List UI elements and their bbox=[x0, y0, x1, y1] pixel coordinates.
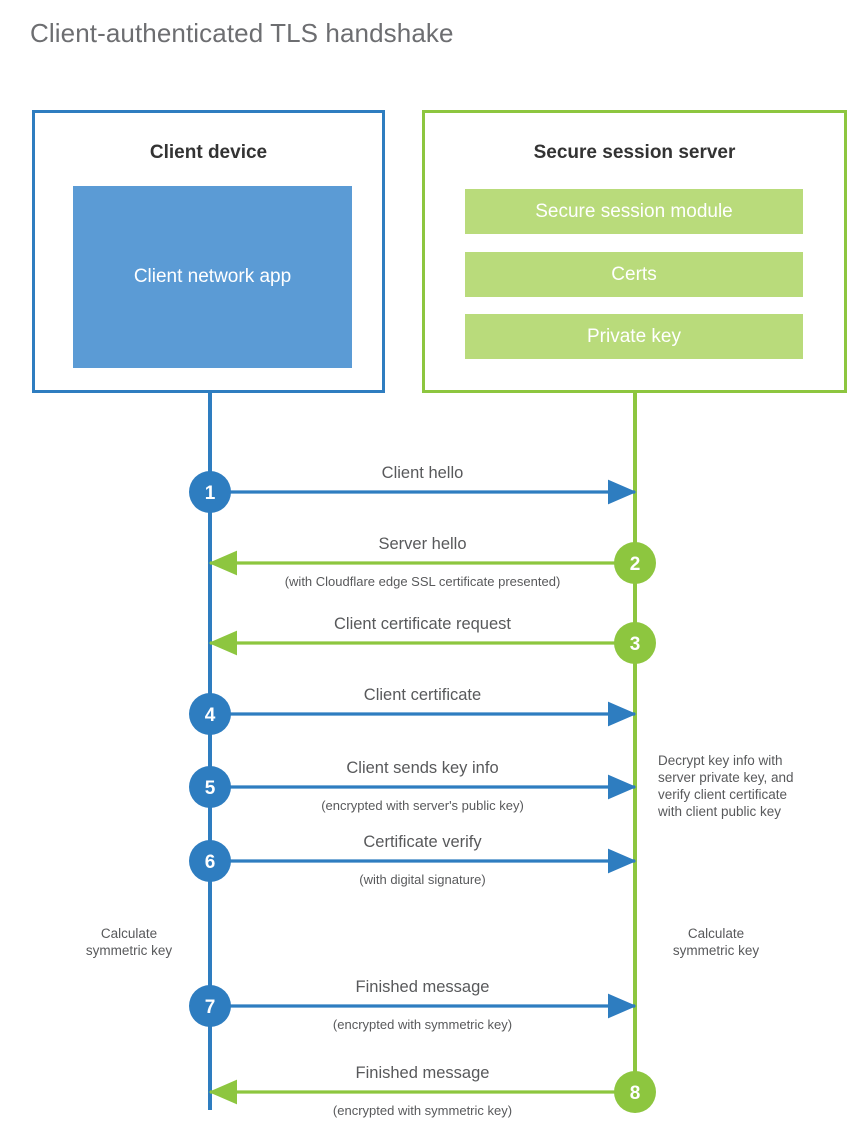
step-7-label: Finished message bbox=[356, 978, 490, 996]
step-6-sublabel: (with digital signature) bbox=[359, 872, 485, 887]
step-badge-6[interactable] bbox=[189, 840, 231, 882]
step-badge-5[interactable] bbox=[189, 766, 231, 808]
step-badge-8[interactable] bbox=[614, 1071, 656, 1113]
step-1-label: Client hello bbox=[382, 464, 464, 482]
step-3-label: Client certificate request bbox=[334, 615, 511, 633]
step-badge-7[interactable] bbox=[189, 985, 231, 1027]
client-network-app-block: Client network app bbox=[73, 186, 352, 368]
page-title: Client-authenticated TLS handshake bbox=[30, 18, 454, 48]
step-badge-number-3: 3 bbox=[630, 634, 641, 655]
step-5-label: Client sends key info bbox=[346, 759, 498, 777]
server-block-certs: Certs bbox=[465, 252, 803, 297]
step-8-sublabel: (encrypted with symmetric key) bbox=[333, 1103, 512, 1118]
step-badges-group: 1 2 3 4 5 6 7 8 bbox=[189, 471, 656, 1113]
step-7-sublabel: (encrypted with symmetric key) bbox=[333, 1017, 512, 1032]
step-4-label: Client certificate bbox=[364, 686, 481, 704]
server-block-secure-session-module: Secure session module bbox=[465, 189, 803, 234]
step-2-sublabel: (with Cloudflare edge SSL certificate pr… bbox=[285, 574, 561, 589]
step-2-label: Server hello bbox=[378, 535, 466, 553]
step-badge-3[interactable] bbox=[614, 622, 656, 664]
step-badge-number-6: 6 bbox=[205, 852, 216, 873]
step-badge-2[interactable] bbox=[614, 542, 656, 584]
step-badge-1[interactable] bbox=[189, 471, 231, 513]
server-block-private-key: Private key bbox=[465, 314, 803, 359]
client-device-title: Client device bbox=[149, 142, 268, 163]
secure-session-server-title: Secure session server bbox=[533, 142, 736, 163]
secure-session-server-box: Secure session server Secure session mod… bbox=[422, 110, 847, 393]
step-badge-number-4: 4 bbox=[205, 705, 216, 726]
step-badge-number-7: 7 bbox=[205, 997, 216, 1018]
step-badge-number-2: 2 bbox=[630, 554, 641, 575]
step-badge-number-8: 8 bbox=[630, 1083, 641, 1104]
lifelines-group bbox=[208, 393, 637, 1110]
step-8-label: Finished message bbox=[356, 1064, 490, 1082]
step-badge-number-5: 5 bbox=[205, 778, 216, 799]
step-6-label: Certificate verify bbox=[363, 833, 482, 851]
client-device-box: Client device Client network app bbox=[32, 110, 385, 393]
step-badge-number-1: 1 bbox=[205, 483, 216, 504]
step-badge-4[interactable] bbox=[189, 693, 231, 735]
step-5-sublabel: (encrypted with server's public key) bbox=[321, 798, 524, 813]
